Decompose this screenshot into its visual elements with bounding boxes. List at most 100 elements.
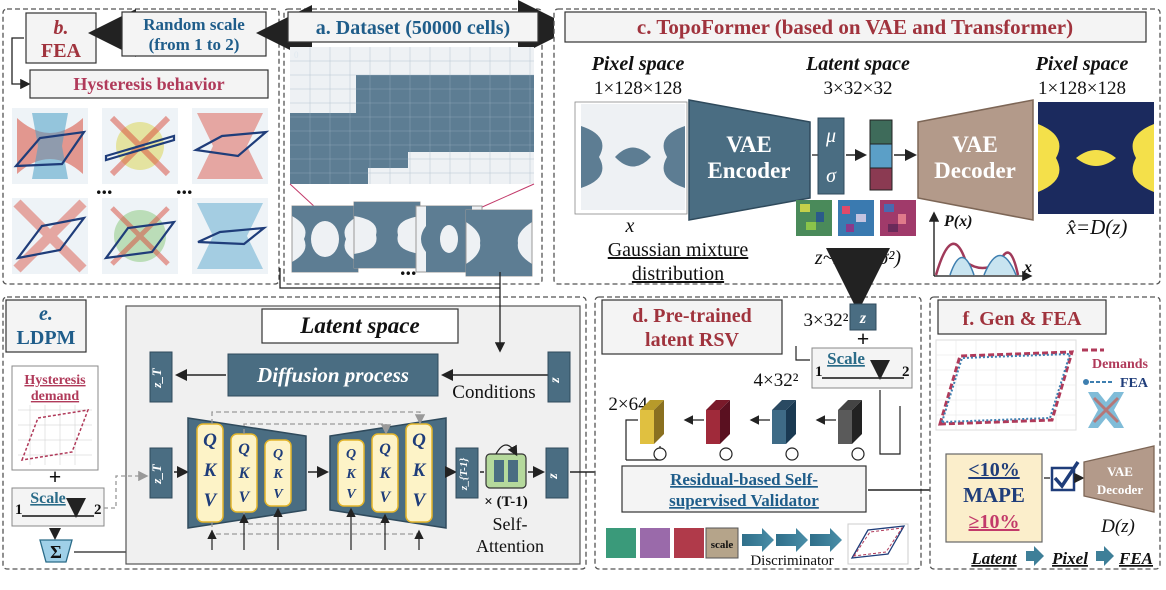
fea-title-name: FEA <box>41 40 82 62</box>
flow-fea: FEA <box>1118 549 1153 568</box>
fea-title-letter: b. <box>54 17 69 39</box>
legend-fea: FEA <box>1120 376 1149 391</box>
unet-decoder-block: Q K V Q K V Q K V <box>329 417 447 529</box>
rsv-z-label: z <box>859 310 867 327</box>
residual-blocks <box>640 400 862 444</box>
mape-box <box>945 453 1043 543</box>
dec-q-2: Q <box>379 441 391 458</box>
binary-grid: 0 <box>290 47 534 184</box>
discriminator-label: Discriminator <box>750 553 833 569</box>
enc-v-1: V <box>204 490 218 511</box>
vae-encoder-line2: Encoder <box>707 158 790 183</box>
hysteresis-demand-card <box>11 365 99 471</box>
diffusion-process-box <box>227 353 439 397</box>
mape-lt: <10% <box>968 459 1019 481</box>
self-attention-line1: Self- <box>493 514 528 534</box>
panel-c-topoformer: c. TopoFormer (based on VAE and Transfor… <box>553 8 1161 285</box>
repeat-count: × (T-1) <box>484 494 527 510</box>
enc-k-3: K <box>272 467 284 482</box>
unet-encoder-block: Q K V Q K V Q K V <box>187 417 307 529</box>
latent-channel-stack <box>869 119 893 191</box>
flow-arrow-2 <box>1096 546 1114 566</box>
enc-q-2: Q <box>238 441 250 458</box>
dec-v-2: V <box>380 489 392 506</box>
panel-d-rsv: d. Pre-trained latent RSV 3×32² z + Scal… <box>594 248 947 570</box>
hysteresis-label: Hysteresis behavior <box>73 74 224 94</box>
enc-k-1: K <box>203 460 218 481</box>
self-attention-line2: Attention <box>476 536 544 556</box>
panel-a-dataset: a. Dataset (50000 cells) 0 <box>256 0 574 285</box>
output-topology-image <box>1038 102 1154 214</box>
gaussian-mixture-line1: Gaussian mixture <box>608 239 749 261</box>
validator-line2: supervised Validator <box>669 491 819 510</box>
rsv-title-line2: latent RSV <box>645 329 739 351</box>
dec-k-2: K <box>379 465 392 482</box>
gen-vae-decoder: VAE Decoder <box>1083 445 1155 513</box>
z-top-label: z <box>548 377 563 384</box>
unit-cell-thumbnails <box>291 201 533 277</box>
fea-ellipsis-2: ... <box>176 174 193 199</box>
panel-e-ldpm: e. LDPM Hysteresis demand + Scale 1 2 Σ … <box>2 268 617 570</box>
x-hat-equation: x̂=D(z) <box>1066 215 1128 239</box>
latent-noise-tiles <box>796 200 916 236</box>
demand-loop <box>20 409 90 461</box>
dataset-title-box <box>287 11 539 43</box>
vae-encoder: VAE Encoder <box>688 99 811 221</box>
gen-fea-title: f. Gen & FEA <box>963 308 1082 330</box>
z-bottom-label: z <box>546 473 561 480</box>
latent-space-title: Latent space <box>299 313 419 338</box>
ldpm-scale-min: 1 <box>15 502 23 518</box>
x-input-symbol: x <box>625 215 635 237</box>
topoformer-title: c. TopoFormer (based on VAE and Transfor… <box>637 15 1073 39</box>
vae-decoder-line2: Decoder <box>934 158 1016 183</box>
dataset-ellipsis: ... <box>400 255 417 280</box>
random-scale-line1: Random scale <box>143 15 245 34</box>
conditions-label: Conditions <box>452 382 535 403</box>
rsv-scale-label: Scale <box>827 349 865 368</box>
zT-minus-1-label: z_{T-1} <box>458 458 470 491</box>
z-bottom-block <box>545 447 569 499</box>
random-scale-line2: (from 1 to 2) <box>149 35 240 54</box>
gen-vae-decoder-line1: VAE <box>1107 464 1133 479</box>
legend-demands: Demands <box>1092 357 1149 372</box>
rsv-dims-mid: 4×32² <box>754 370 799 391</box>
zT-top-block <box>149 351 173 403</box>
hysteresis-box <box>29 69 269 99</box>
rsv-dims-top: 3×32² <box>804 310 849 331</box>
gen-fea-hysteresis-plot <box>935 339 1077 431</box>
validator-line1: Residual-based Self- <box>670 470 818 489</box>
demand-plus: + <box>49 464 62 489</box>
rsv-scale-max: 2 <box>902 364 910 380</box>
dec-q-3: Q <box>412 430 426 451</box>
validator-box <box>621 465 867 513</box>
dec-v-1: V <box>346 487 357 502</box>
pixel-space-right-label: Pixel space <box>1035 53 1129 75</box>
px-axis-label: P(x) <box>943 213 972 230</box>
fea-title-box <box>25 12 97 64</box>
rsv-scale-slider: Scale 1 2 <box>811 347 913 389</box>
mape-ge: ≥10% <box>969 511 1020 533</box>
gen-fea-title-box <box>937 299 1107 335</box>
ldpm-scale-label: Scale <box>30 490 66 507</box>
x-axis-label: x <box>1023 259 1032 276</box>
sigma-symbol: σ <box>826 165 837 187</box>
ldpm-scale-max: 2 <box>94 502 102 518</box>
enc-k-2: K <box>238 465 251 482</box>
diffusion-process-label: Diffusion process <box>256 363 409 387</box>
topoformer-title-box <box>564 11 1147 43</box>
sum-symbol: Σ <box>50 542 62 562</box>
panel-f-gen-fea: f. Gen & FEA Demands FEA <10% MAPE ≥10% <box>929 296 1161 570</box>
vae-decoder: VAE Decoder <box>917 99 1034 221</box>
ldpm-scale-slider: Scale 1 2 <box>11 487 105 527</box>
panel-b-fea: b. FEA Random scale (from 1 to 2) Hyster… <box>2 8 280 285</box>
zT-bottom-label: z_T <box>149 463 164 485</box>
latent-dims: 3×32×32 <box>824 78 893 99</box>
zT-minus-1-block <box>455 447 479 499</box>
vae-decoder-line1: VAE <box>952 132 998 157</box>
ldpm-title-letter: e. <box>39 303 53 325</box>
gen-fea-cell-thumbnail <box>1088 392 1124 428</box>
dataset-title: a. Dataset (50000 cells) <box>316 17 510 39</box>
self-attention-icon <box>485 444 527 489</box>
hysteresis-demand-line2: demand <box>31 389 79 404</box>
